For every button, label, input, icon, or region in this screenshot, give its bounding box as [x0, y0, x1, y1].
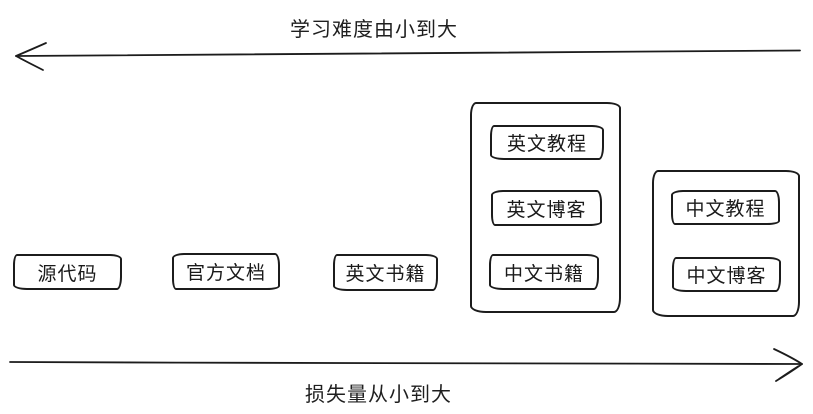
- node-chinese-tutorials: 中文教程: [671, 190, 780, 225]
- group-chinese-resources: 中文教程 中文博客: [652, 170, 800, 317]
- node-official-docs: 官方文档: [172, 253, 280, 290]
- node-chinese-tutorials-label: 中文教程: [685, 199, 766, 220]
- node-english-blogs-label: 英文博客: [506, 199, 587, 221]
- node-english-books: 英文书籍: [333, 254, 438, 291]
- node-official-docs-label: 官方文档: [185, 263, 266, 284]
- node-english-tutorials-label: 英文教程: [506, 134, 587, 155]
- node-chinese-blogs-label: 中文博客: [686, 266, 767, 287]
- top-axis-label: 学习难度由小到大: [290, 19, 458, 41]
- node-chinese-books-label: 中文书籍: [503, 263, 584, 285]
- node-chinese-books: 中文书籍: [489, 254, 599, 290]
- group-english-resources: 英文教程 英文博客 中文书籍: [470, 102, 621, 313]
- node-source-code-label: 源代码: [37, 263, 98, 285]
- node-english-blogs: 英文博客: [491, 190, 602, 226]
- node-chinese-blogs: 中文博客: [672, 257, 781, 292]
- node-english-tutorials: 英文教程: [490, 125, 604, 160]
- node-source-code: 源代码: [13, 254, 122, 290]
- node-english-books-label: 英文书籍: [345, 264, 426, 285]
- bottom-axis-label: 损失量从小到大: [305, 384, 452, 406]
